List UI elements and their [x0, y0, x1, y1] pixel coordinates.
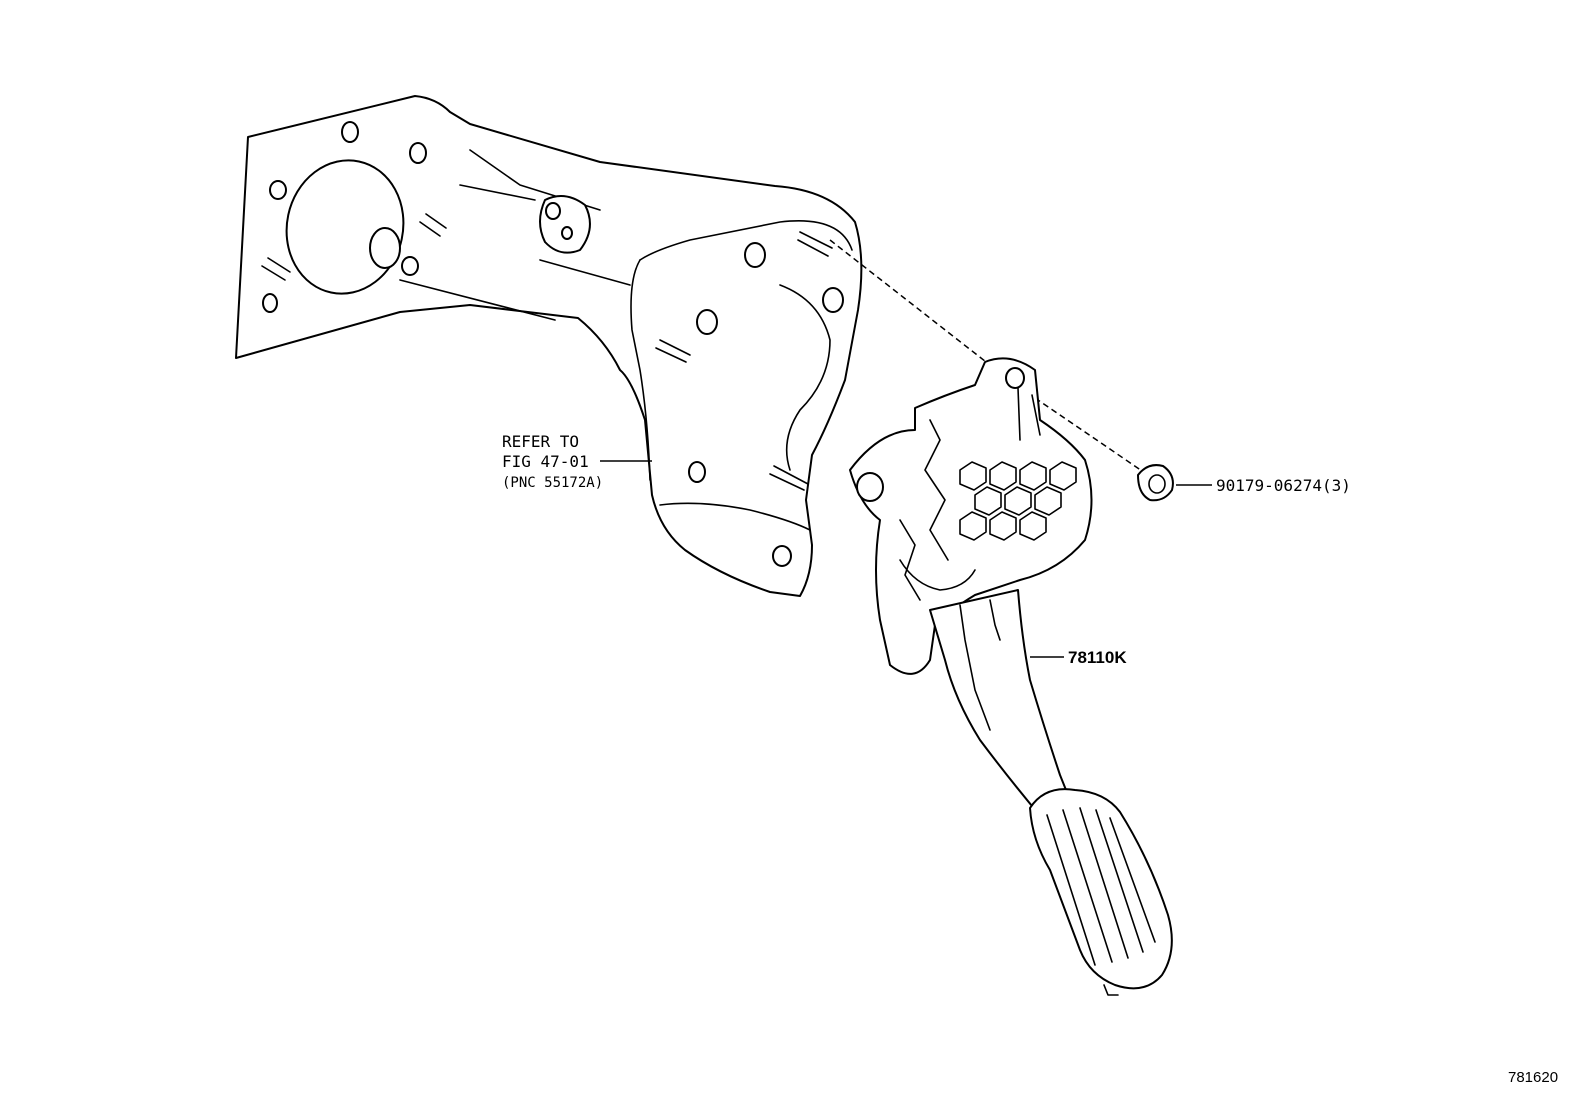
pedal-part-number: 78110K [1068, 648, 1127, 667]
bracket-panel [235, 95, 863, 597]
refer-note-line2: FIG 47-01 [502, 452, 589, 471]
nut-icon [1137, 464, 1174, 502]
refer-note-line3: (PNC 55172A) [502, 475, 604, 491]
figure-id: 781620 [1508, 1069, 1559, 1086]
refer-note-line1: REFER TO [502, 432, 580, 451]
nut-part-number: 90179-06274(3) [1216, 476, 1351, 495]
assembly-alignment-line [829, 239, 1149, 476]
accelerator-pedal-assembly [849, 357, 1173, 996]
